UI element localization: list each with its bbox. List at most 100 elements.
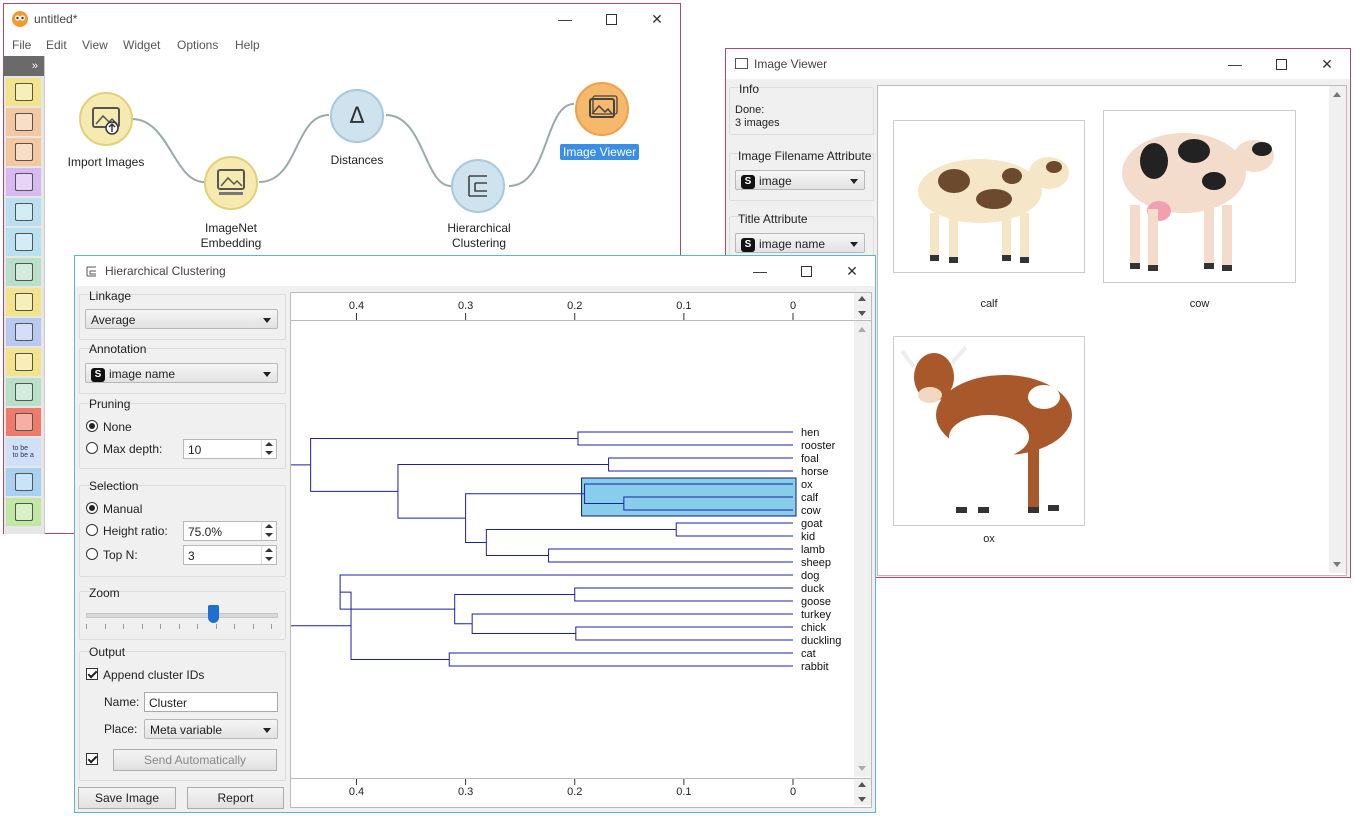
menu-file[interactable]: File xyxy=(12,38,32,52)
menu-options[interactable]: Options xyxy=(177,38,219,52)
top-axis-scroller[interactable] xyxy=(854,293,871,319)
toolbox-category-1[interactable] xyxy=(6,108,41,136)
embedding-icon xyxy=(217,169,245,195)
toolbox-toggle-button[interactable]: » xyxy=(4,56,44,76)
dendrogram-branch xyxy=(454,594,575,625)
toolbox-category-13[interactable] xyxy=(6,468,41,496)
canvas-titlebar[interactable]: untitled* — ✕ xyxy=(4,4,680,34)
dendrogram-branch xyxy=(397,464,609,519)
image-viewer-icon xyxy=(589,95,618,118)
pruning-none-radio[interactable] xyxy=(86,420,98,432)
node-hierarchical-clustering[interactable] xyxy=(451,159,505,213)
clustering-maximize-button[interactable] xyxy=(783,256,829,286)
pruning-box xyxy=(79,403,286,469)
pruning-max-depth-radio[interactable] xyxy=(86,442,98,454)
clustering-close-button[interactable]: ✕ xyxy=(846,262,858,279)
dendrogram-branch xyxy=(340,591,450,660)
dendrogram-branch xyxy=(577,431,793,446)
menu-view[interactable]: View xyxy=(82,38,108,52)
arrow-dots-icon xyxy=(14,353,33,371)
linkage-combo[interactable]: Average xyxy=(85,309,278,329)
axis-tick-label: 0.3 xyxy=(458,300,473,312)
zoom-slider-track[interactable] xyxy=(86,613,278,618)
toolbox-category-8[interactable] xyxy=(6,318,41,346)
max-depth-spinner[interactable]: 10 xyxy=(183,439,277,459)
info-box xyxy=(729,87,874,135)
toolbox-category-10[interactable] xyxy=(6,378,41,406)
dendrogram-scrollbar[interactable] xyxy=(854,321,871,777)
node-import-images[interactable] xyxy=(79,92,133,146)
clustering-titlebar[interactable]: Hierarchical Clustering — ✕ xyxy=(75,256,875,286)
leaf-label: cow xyxy=(801,505,821,517)
image-tile-ox[interactable] xyxy=(893,336,1085,526)
menu-help[interactable]: Help xyxy=(235,38,260,52)
leaf-label: duckling xyxy=(801,635,841,647)
menu-edit[interactable]: Edit xyxy=(46,38,67,52)
bottom-axis-scroller[interactable] xyxy=(854,779,871,805)
append-cluster-ids-label: Append cluster IDs xyxy=(103,668,205,682)
report-button[interactable]: Report xyxy=(187,787,284,809)
minimize-button[interactable]: — xyxy=(558,11,572,27)
dendrogram-branch xyxy=(574,587,793,602)
viewer-minimize-button[interactable]: — xyxy=(1228,56,1242,72)
menu-widget[interactable]: Widget xyxy=(123,38,161,52)
caption-ox: ox xyxy=(983,533,995,545)
viewer-maximize-button[interactable] xyxy=(1258,49,1304,79)
toolbox-category-0[interactable] xyxy=(6,78,41,106)
toolbox-category-4[interactable] xyxy=(6,198,41,226)
image-tile-calf[interactable] xyxy=(893,120,1085,273)
toolbox-category-6[interactable] xyxy=(6,258,41,286)
node-imagenet-embedding[interactable] xyxy=(204,156,258,210)
zoom-tick xyxy=(271,624,272,629)
height-ratio-spinner[interactable]: 75.0% xyxy=(183,521,277,541)
dendrogram-branch xyxy=(584,483,793,504)
toolbox-category-7[interactable] xyxy=(6,288,41,316)
top-n-spinner[interactable]: 3 xyxy=(183,545,277,565)
send-automatically-checkbox[interactable] xyxy=(86,753,98,765)
viewer-scrollbar[interactable] xyxy=(1329,86,1346,573)
send-automatically-button[interactable]: Send Automatically xyxy=(113,749,277,771)
clustering-minimize-button[interactable]: — xyxy=(753,263,767,279)
string-icon: S xyxy=(91,367,105,382)
selection-manual-radio[interactable] xyxy=(86,502,98,514)
info-line-1: Done: xyxy=(735,104,765,116)
node-distances[interactable]: Δ xyxy=(330,89,384,143)
dendrogram-branch xyxy=(465,493,585,543)
toolbox-category-2[interactable] xyxy=(6,138,41,166)
append-cluster-ids-checkbox[interactable] xyxy=(86,668,98,680)
maximize-button[interactable] xyxy=(588,4,634,34)
pruning-label: Pruning xyxy=(89,397,131,411)
toolbox-category-11[interactable] xyxy=(6,408,41,436)
delta-icon: Δ xyxy=(349,103,365,129)
axis-tick-label: 0 xyxy=(790,786,796,798)
toolbox-category-14[interactable] xyxy=(6,498,41,526)
dendrogram-branch xyxy=(448,652,793,667)
viewer-close-button[interactable]: ✕ xyxy=(1321,55,1333,72)
image-tile-cow[interactable] xyxy=(1103,110,1296,283)
toolbox-category-12[interactable]: to be to be a xyxy=(6,438,41,466)
node-embedding-label-2: Embedding xyxy=(200,236,262,250)
zoom-slider-handle[interactable] xyxy=(208,605,220,623)
viewer-titlebar[interactable]: Image Viewer — ✕ xyxy=(726,49,1350,79)
toolbox-category-3[interactable] xyxy=(6,168,41,196)
leaf-label: hen xyxy=(801,427,819,439)
close-button[interactable]: ✕ xyxy=(651,10,663,27)
cluster-name-input[interactable]: Cluster xyxy=(144,692,278,712)
selection-height-ratio-radio[interactable] xyxy=(86,524,98,536)
filename-attr-label: Image Filename Attribute xyxy=(738,149,872,163)
toolbox-category-5[interactable] xyxy=(6,228,41,256)
selection-top-n-label: Top N: xyxy=(103,548,138,562)
leaf-label: calf xyxy=(801,492,819,504)
place-combo[interactable]: Meta variable xyxy=(144,719,278,739)
node-image-viewer[interactable] xyxy=(575,82,629,136)
dendrogram[interactable]: henroosterfoalhorseoxcalfcowgoatkidlambs… xyxy=(291,321,853,777)
cow-image xyxy=(1122,133,1274,271)
toolbox-category-9[interactable] xyxy=(6,348,41,376)
selection-top-n-radio[interactable] xyxy=(86,548,98,560)
save-image-button[interactable]: Save Image xyxy=(78,787,176,809)
axis-tick-label: 0.2 xyxy=(567,300,582,312)
dendrogram-branch xyxy=(675,522,793,537)
